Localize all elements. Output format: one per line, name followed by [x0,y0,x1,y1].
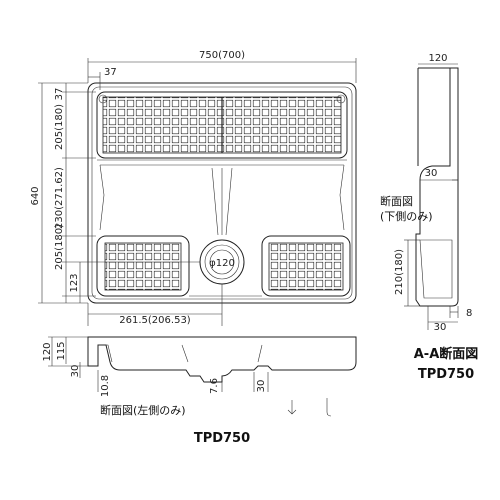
model-label-bottom: TPD750 [194,431,250,446]
lower-right-grid-tray [261,235,351,297]
dim-30-foot: 30 [256,380,267,393]
drain-outlet: φ120 [199,239,245,285]
dim-30-base: 30 [434,322,447,333]
dim-drain: 123 [69,273,80,292]
dim-upper: 205(180) [54,104,65,150]
upper-grid-tray [96,91,348,159]
section-title: A-A断面図 [414,346,479,362]
dim-10-8: 10.8 [100,375,111,397]
dim-30-step: 30 [425,168,438,179]
left-section-view: 120 115 30 10.8 7.6 30 断面図(左側のみ) TPD750 [42,336,357,446]
drain-diameter-label: φ120 [209,258,235,269]
dim-8: 8 [466,308,472,319]
dim-210: 210(180) [394,249,405,295]
dim-120-bottom: 120 [42,342,53,361]
dim-120-right: 120 [428,53,447,64]
total-height-dimension: 640 [30,186,41,205]
section-note-line2: (下側のみ) [380,210,433,223]
lower-left-grid-tray [96,235,190,297]
dim-7-6: 7.6 [209,378,220,394]
top-view: φ120 750(700) 37 640 37 205(180) 230(271… [30,50,357,326]
dim-30-rim: 30 [70,365,81,378]
right-section-view: 120 30 断面図 (下側のみ) 210(180) 8 30 A-A断面図 T… [380,53,478,382]
left-section-caption: 断面図(左側のみ) [100,403,186,417]
dim-middle: 230(271.62) [54,167,65,229]
dim-115: 115 [56,341,67,360]
bottom-width-dimension: 261.5(206.53) [119,315,191,326]
model-label-right: TPD750 [418,367,474,382]
dim-37: 37 [54,88,65,101]
section-note-line1: 断面図 [380,194,413,208]
dim-lower: 205(180) [54,224,65,270]
top-offset-dimension: 37 [104,67,117,78]
width-dimension: 750(700) [199,50,245,61]
